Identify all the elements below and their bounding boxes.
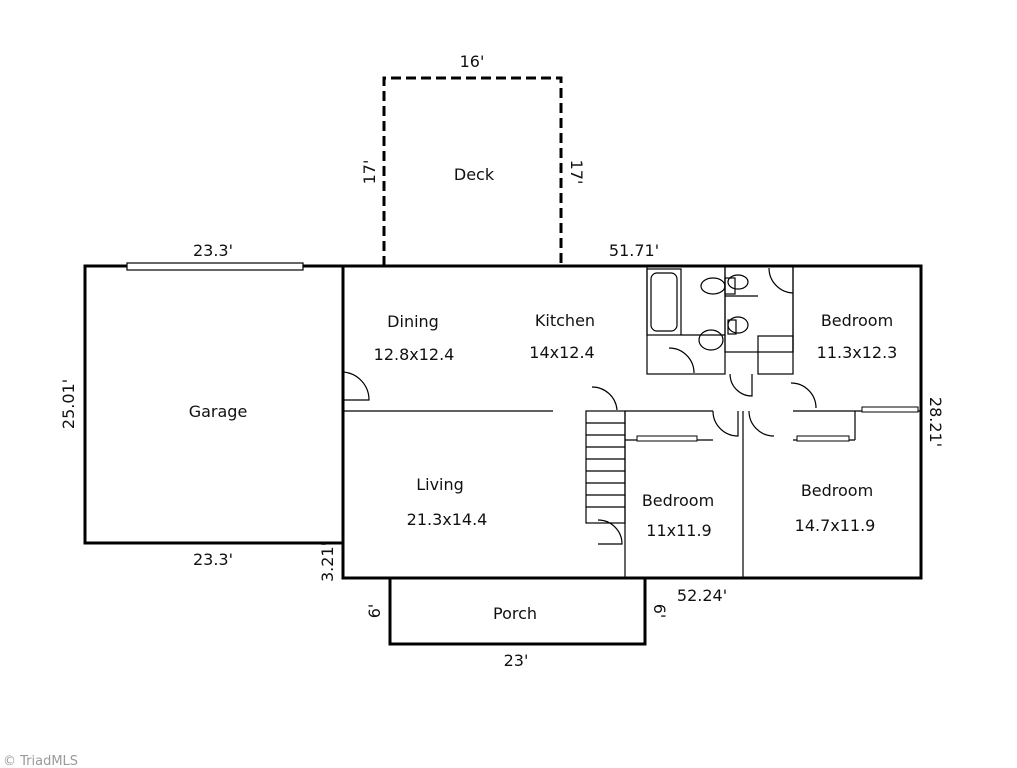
closet-door <box>636 435 698 442</box>
bedroom-ne-label: Bedroom <box>821 311 893 330</box>
bedroom-mid-size: 11x11.9 <box>646 521 711 540</box>
bedroom-ne-size: 11.3x12.3 <box>817 343 898 362</box>
deck-width-dim: 16' <box>460 52 485 71</box>
closet-door <box>796 435 850 442</box>
kitchen-size: 14x12.4 <box>529 343 594 362</box>
garage-depth-dim: 25.01' <box>59 379 78 429</box>
interior-walls <box>342 265 921 578</box>
garage-door <box>126 262 304 271</box>
bedroom-se-size: 14.7x11.9 <box>795 516 876 535</box>
house-offset-dim: 3.21' <box>318 542 337 582</box>
garage-bottom-width-dim: 23.3' <box>193 550 233 569</box>
deck-depth-right-dim: 17' <box>567 160 586 185</box>
bedroom-se-label: Bedroom <box>801 481 873 500</box>
garage-top-width-dim: 23.3' <box>193 241 233 260</box>
watermark: © TriadMLS <box>3 754 78 768</box>
porch-depth-left-dim: 6' <box>365 604 384 619</box>
house-depth-dim: 28.21' <box>926 397 945 447</box>
kitchen-label: Kitchen <box>535 311 595 330</box>
porch <box>388 578 647 646</box>
porch-depth-right-dim: 6' <box>650 604 669 619</box>
closet-door <box>861 406 919 413</box>
deck <box>382 76 563 266</box>
deck-depth-left-dim: 17' <box>360 160 379 185</box>
porch-label: Porch <box>493 604 537 623</box>
house-bottom-width-dim: 52.24' <box>677 586 727 605</box>
dining-label: Dining <box>387 312 439 331</box>
stairs <box>585 410 626 524</box>
house-top-width-dim: 51.71' <box>609 241 659 260</box>
house-outline <box>341 264 923 580</box>
bedroom-mid-label: Bedroom <box>642 491 714 510</box>
porch-width-dim: 23' <box>504 651 529 670</box>
living-label: Living <box>416 475 464 494</box>
garage-label: Garage <box>189 402 248 421</box>
dining-size: 12.8x12.4 <box>374 345 455 364</box>
living-size: 21.3x14.4 <box>407 510 488 529</box>
deck-label: Deck <box>454 165 495 184</box>
